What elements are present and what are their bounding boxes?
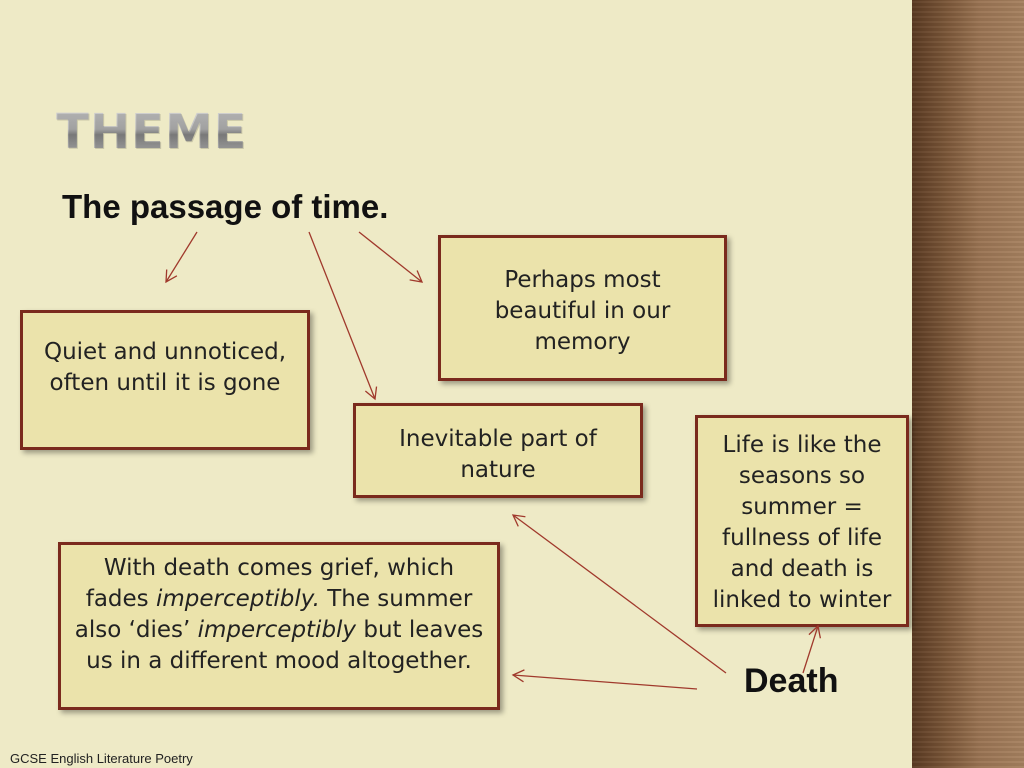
box-nature: Inevitable part of nature <box>353 403 643 498</box>
arrow-to-quiet <box>165 231 198 284</box>
slide-title: THEME <box>56 104 248 160</box>
arrow-to-memory <box>358 231 424 283</box>
box-grief-italic-1: imperceptibly. <box>155 586 320 612</box>
box-grief-text-2: The summer also ‘dies’ <box>74 586 473 643</box>
box-quiet-text: Quiet and unnoticed, often until it is g… <box>43 339 287 396</box>
box-grief: With death comes grief, which fades impe… <box>58 542 500 710</box>
central-theme: The passage of time. <box>62 188 389 225</box>
box-nature-text: Inevitable part of nature <box>399 426 597 483</box>
footer-text: GCSE English Literature Poetry <box>10 751 193 766</box>
box-seasons: Life is like the seasons so summer = ful… <box>695 415 909 627</box>
box-grief-text-3: but leaves us in a different mood altoge… <box>86 617 484 674</box>
box-quiet: Quiet and unnoticed, often until it is g… <box>20 310 310 450</box>
box-seasons-text: Life is like the seasons so summer = ful… <box>712 432 892 613</box>
box-memory-text: Perhaps most beautiful in our memory <box>494 267 671 355</box>
decorative-side-stripe <box>912 0 1024 768</box>
box-grief-text-1: With death comes grief, which fades <box>85 555 455 612</box>
box-memory: Perhaps most beautiful in our memory <box>438 235 727 381</box>
arrow-death-to-grief <box>511 669 698 690</box>
box-grief-italic-2: imperceptibly <box>197 617 357 643</box>
arrow-to-nature <box>308 231 378 401</box>
death-label: Death <box>744 662 839 700</box>
